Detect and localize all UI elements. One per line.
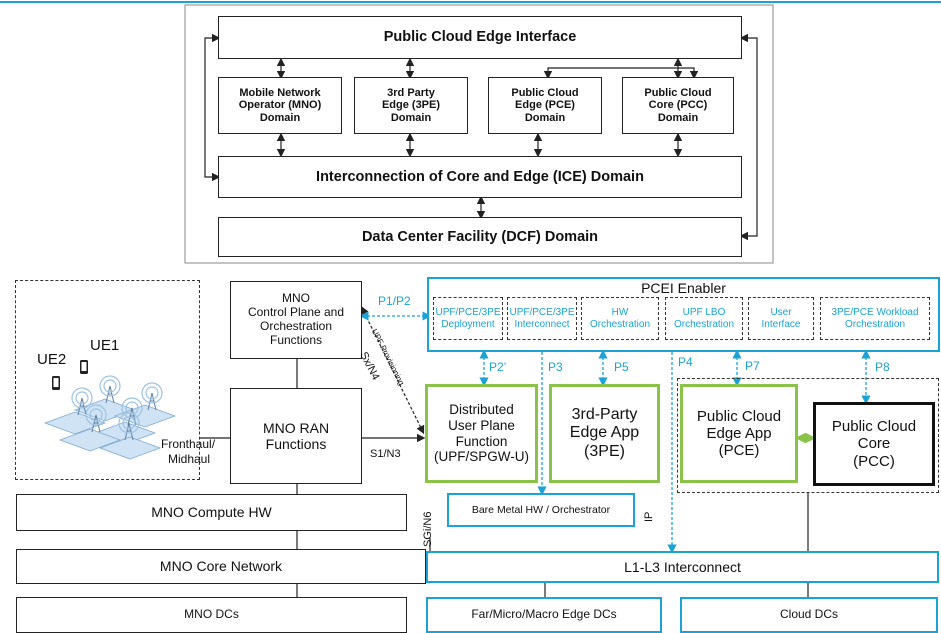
p5-label: P5 (614, 360, 629, 374)
p1p2-label: P1/P2 (378, 294, 411, 308)
enabler-hw-orchestration[interactable]: HW Orchestration (581, 297, 659, 340)
enabler-hw-line1: HW (611, 307, 629, 318)
pcc-domain-box: Public Cloud Core (PCC) Domain (622, 77, 734, 134)
enabler-interconnect[interactable]: UPF/PCE/3PE Interconnect (507, 297, 577, 340)
mno-dcs-label: MNO DCs (184, 607, 239, 622)
enabler-workload-line1: 3PE/PCE Workload (831, 307, 919, 318)
enabler-user-interface[interactable]: User Interface (748, 297, 814, 340)
ice-domain-label: Interconnection of Core and Edge (ICE) D… (316, 168, 644, 185)
cloud-dcs-box: Cloud DCs (680, 597, 938, 633)
p7-label: P7 (745, 359, 760, 373)
pce-domain-line1: Public Cloud (511, 86, 579, 99)
dcf-domain-label: Data Center Facility (DCF) Domain (361, 228, 599, 245)
bare-metal-box: Bare Metal HW / Orchestrator (447, 493, 635, 527)
sgi-n6-label: SGi/N6 (422, 511, 434, 547)
mno-cp-line4: Functions (269, 332, 323, 347)
public-cloud-area (677, 378, 939, 493)
bare-metal-label: Bare Metal HW / Orchestrator (471, 503, 611, 516)
mno-control-plane-box: MNO Control Plane and Orchestration Func… (230, 281, 362, 359)
pcc-line3: (PCC) (853, 452, 895, 470)
edge-dcs-label: Far/Micro/Macro Edge DCs (471, 607, 617, 622)
ice-domain-box: Interconnection of Core and Edge (ICE) D… (218, 156, 742, 198)
dcf-domain-box: Data Center Facility (DCF) Domain (218, 217, 742, 257)
mno-domain-line2: Operator (MNO) (238, 99, 322, 112)
mno-dcs-box: MNO DCs (16, 597, 407, 633)
mno-ran-box: MNO RAN Functions (230, 388, 362, 484)
pce-domain-box: Public Cloud Edge (PCE) Domain (488, 77, 602, 134)
pcei-enabler-title: PCEI Enabler (641, 280, 726, 296)
third-party-edge-app-box: 3rd-Party Edge App (3PE) (549, 384, 660, 483)
tpe-domain-line1: 3rd Party (387, 86, 435, 99)
dupf-line3: Function (455, 433, 508, 449)
mno-domain-box: Mobile Network Operator (MNO) Domain (218, 77, 342, 134)
pce-domain-line3: Domain (524, 111, 566, 124)
mno-core-network-box: MNO Core Network (16, 549, 426, 584)
pcc-domain-line1: Public Cloud (644, 86, 712, 99)
p3-label: P3 (548, 360, 563, 374)
enabler-deployment[interactable]: UPF/PCE/3PE Deployment (433, 297, 503, 340)
enabler-hw-line2: Orchestration (589, 318, 651, 330)
enabler-ui-line1: User (770, 307, 792, 318)
enabler-workload-line2: Orchestration (844, 318, 906, 330)
p4-label: P4 (678, 355, 693, 369)
fronthaul-label: Fronthaul/ (161, 437, 216, 451)
enabler-interconnect-line1: UPF/PCE/3PE (509, 307, 575, 318)
p2-prime-label: P2’ (489, 360, 507, 374)
mno-core-label: MNO Core Network (159, 558, 283, 575)
l1-l3-label: L1-L3 Interconnect (624, 558, 741, 575)
mno-cp-line2: Control Plane and (247, 305, 345, 320)
pce-app-line2: Edge App (706, 424, 772, 442)
tpe-domain-box: 3rd Party Edge (3PE) Domain (354, 77, 468, 134)
mno-cp-line1: MNO (282, 291, 310, 306)
tpe-app-line1: 3rd-Party (571, 405, 638, 423)
enabler-deployment-line2: Deployment (441, 318, 495, 330)
public-cloud-core-box: Public Cloud Core (PCC) (813, 402, 935, 486)
public-cloud-edge-app-box: Public Cloud Edge App (PCE) (680, 384, 798, 483)
dupf-line1: Distributed (449, 402, 514, 418)
p8-label: P8 (875, 360, 890, 374)
dupf-line4: (UPF/SPGW-U) (434, 449, 529, 465)
pcc-line2: Core (857, 435, 891, 453)
mno-domain-line3: Domain (259, 111, 301, 124)
l1-l3-interconnect-box: L1-L3 Interconnect (426, 551, 939, 583)
pce-domain-line2: Edge (PCE) (515, 99, 575, 112)
ue1-label: UE1 (90, 337, 120, 354)
tpe-app-line3: (3PE) (584, 442, 625, 460)
mno-cp-line3: Orchestration (259, 319, 333, 333)
tpe-app-line2: Edge App (569, 424, 640, 442)
midhaul-label: Midhaul (168, 452, 211, 466)
cloud-dcs-label: Cloud DCs (779, 607, 839, 622)
pce-app-line3: (PCE) (718, 442, 760, 460)
enabler-interconnect-line2: Interconnect (514, 318, 570, 330)
pce-app-line1: Public Cloud (696, 407, 782, 425)
pcc-line1: Public Cloud (831, 418, 917, 436)
pcei-interface-label: Public Cloud Edge Interface (383, 29, 577, 46)
pcei-interface-box: Public Cloud Edge Interface (218, 16, 742, 59)
pcc-domain-line3: Domain (657, 111, 699, 124)
mno-ran-line1: MNO RAN (262, 419, 330, 436)
tpe-domain-line2: Edge (3PE) (381, 99, 441, 112)
dupf-line2: User Plane (448, 417, 515, 433)
tpe-domain-line3: Domain (390, 111, 432, 124)
enabler-workload-orchestration[interactable]: 3PE/PCE Workload Orchestration (820, 297, 930, 340)
ue2-label: UE2 (37, 351, 67, 368)
mno-compute-label: MNO Compute HW (151, 504, 272, 521)
enabler-upf-lbo-line1: UPF LBO (682, 307, 726, 318)
mno-ran-line2: Functions (265, 436, 327, 452)
ue-area (15, 280, 200, 480)
mno-compute-hw-box: MNO Compute HW (16, 494, 407, 531)
ip-label: IP (643, 511, 655, 522)
enabler-upf-lbo-line2: Orchestration (673, 318, 735, 330)
enabler-ui-line2: Interface (761, 318, 801, 330)
enabler-deployment-line1: UPF/PCE/3PE (435, 307, 501, 318)
distributed-upf-box: Distributed User Plane Function (UPF/SPG… (425, 384, 538, 483)
s1n3-label: S1/N3 (370, 448, 401, 460)
enabler-upf-lbo[interactable]: UPF LBO Orchestration (665, 297, 743, 340)
edge-dcs-box: Far/Micro/Macro Edge DCs (426, 597, 662, 633)
ue-cluster-icon (43, 360, 177, 460)
pcc-domain-line2: Core (PCC) (648, 99, 708, 112)
mno-domain-line1: Mobile Network (239, 86, 321, 99)
